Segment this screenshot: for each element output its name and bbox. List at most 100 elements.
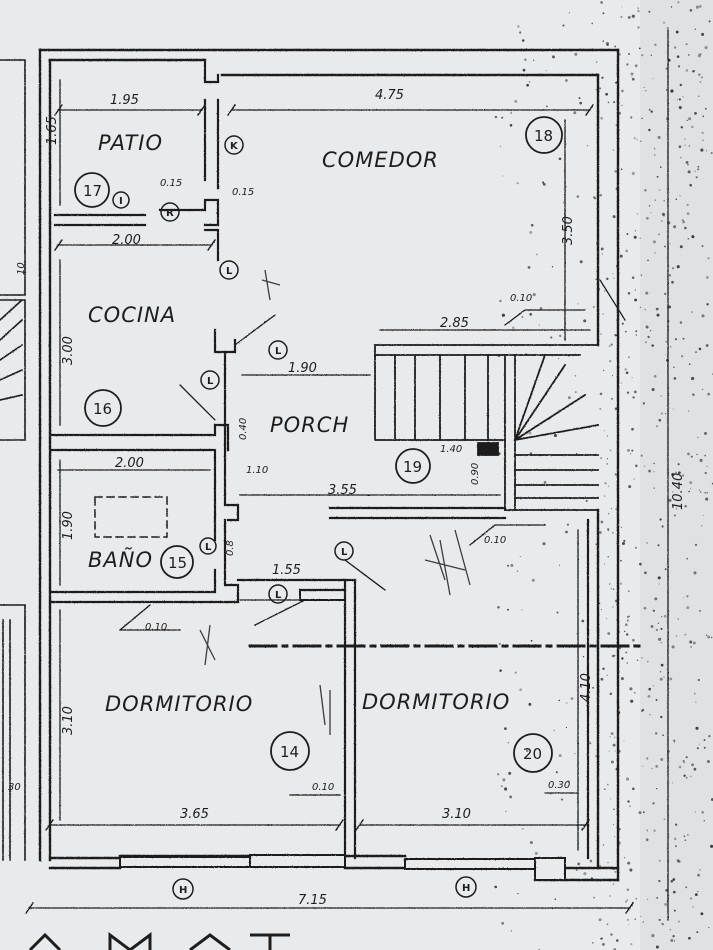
speckle: [654, 43, 657, 47]
speckle: [682, 337, 685, 340]
speckle: [694, 112, 697, 115]
speckle: [701, 131, 704, 135]
speckle: [639, 140, 642, 143]
speckle: [565, 530, 568, 534]
speckle: [672, 935, 675, 938]
speckle: [538, 324, 541, 326]
speckle: [612, 273, 614, 275]
speckle: [631, 427, 634, 431]
speckle: [689, 481, 693, 485]
speckle: [708, 20, 711, 23]
speckle: [631, 77, 635, 81]
speckle: [704, 471, 707, 475]
dim-bano-height: 1.90: [61, 511, 76, 540]
speckle: [675, 198, 678, 201]
speckle: [519, 688, 522, 692]
speckle: [574, 375, 577, 377]
speckle: [692, 906, 694, 908]
speckle: [680, 156, 682, 159]
speckle: [651, 387, 655, 392]
speckle: [599, 193, 603, 197]
speckle: [650, 625, 654, 628]
dim-patio-height: 1.65: [45, 116, 60, 145]
speckle: [687, 452, 690, 456]
speckle: [664, 354, 667, 356]
speckle: [677, 98, 679, 101]
speckle: [702, 115, 705, 118]
speckle: [519, 31, 522, 34]
speckle: [528, 431, 532, 435]
speckle: [620, 677, 624, 681]
speckle: [600, 1, 603, 4]
speckle: [653, 471, 655, 473]
speckle: [612, 588, 615, 591]
speckle: [665, 888, 668, 892]
speckle: [642, 811, 645, 814]
speckle: [574, 391, 577, 394]
speckle: [641, 657, 643, 659]
speckle: [677, 618, 680, 620]
speckle: [608, 345, 611, 348]
speckle: [684, 505, 687, 508]
speckle: [616, 939, 619, 942]
speckle: [623, 740, 625, 742]
speckle: [602, 844, 605, 846]
dim-porch-depth: 3.55: [328, 483, 357, 498]
speckle: [677, 65, 681, 68]
speckle: [627, 15, 631, 19]
speckle: [609, 692, 613, 696]
speckle: [589, 742, 592, 745]
speckle: [642, 921, 644, 923]
speckle: [535, 253, 538, 256]
speckle: [610, 760, 614, 764]
speckle: [653, 487, 655, 489]
speckle: [652, 802, 655, 805]
speckle: [669, 677, 673, 681]
room-number-20: 20: [523, 745, 542, 763]
speckle: [529, 840, 533, 845]
speckle: [619, 254, 623, 258]
speckle: [568, 396, 571, 400]
outer-walls: [38, 48, 620, 882]
speckle: [701, 388, 704, 391]
speckle: [599, 392, 603, 396]
speckle: [663, 818, 666, 821]
speckle: [657, 544, 660, 547]
speckle: [678, 471, 681, 475]
room-label-patio: PATIO: [98, 131, 163, 155]
speckle: [710, 636, 713, 639]
speckle: [578, 97, 581, 100]
speckle: [501, 921, 505, 925]
speckle: [593, 896, 596, 899]
speckle: [658, 637, 662, 641]
speckle: [675, 471, 677, 474]
speckle: [685, 756, 688, 759]
speckle: [499, 299, 502, 303]
speckle: [684, 138, 686, 140]
speckle: [521, 316, 524, 318]
speckle: [494, 115, 498, 119]
dimension-lines: [29, 29, 669, 921]
speckle: [624, 368, 627, 371]
speckle: [692, 641, 696, 645]
speckle: [559, 334, 562, 337]
speckle: [516, 570, 519, 572]
speckle: [639, 562, 642, 566]
speckle: [674, 338, 677, 341]
speckle: [607, 101, 610, 104]
speckle: [631, 171, 635, 176]
speckle: [501, 116, 504, 119]
speckle: [592, 305, 595, 309]
speckle: [698, 743, 700, 745]
speckle: [704, 107, 707, 110]
speckle: [610, 588, 612, 590]
speckle: [697, 873, 701, 877]
speckle: [612, 883, 615, 885]
speckle: [644, 341, 648, 344]
speckle: [629, 687, 633, 691]
speckle: [627, 448, 630, 452]
speckle: [666, 27, 669, 29]
speckle: [620, 559, 622, 562]
speckle: [681, 219, 684, 222]
